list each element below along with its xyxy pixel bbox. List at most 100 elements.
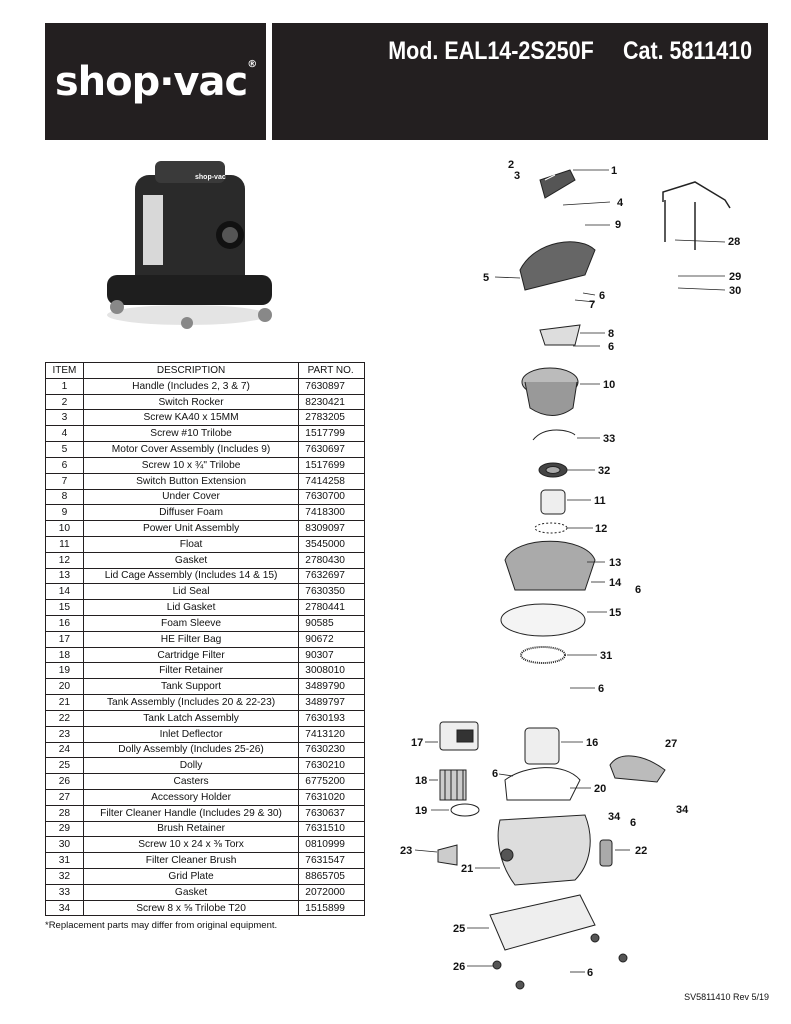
- description: Tank Support: [82, 678, 300, 696]
- item-number: 10: [45, 520, 84, 537]
- diagram-callouts: 2 3 1 4 9 5 6 7 8 6 10 33 32 11 12 13 14…: [400, 159, 741, 979]
- item-number: 11: [45, 535, 84, 553]
- callout-34a: 34: [676, 804, 689, 816]
- part-number: 7630700: [298, 488, 365, 506]
- column-header-item: ITEM: [45, 362, 84, 379]
- part-number: 7413120: [298, 725, 365, 743]
- item-number: 9: [45, 504, 84, 522]
- part-number: 7630697: [298, 441, 365, 458]
- callout-25: 25: [453, 923, 465, 935]
- item-number: 12: [45, 551, 84, 569]
- parts-table-header: ITEM DESCRIPTION PART NO.: [45, 362, 365, 379]
- callout-10: 10: [603, 379, 615, 391]
- model-number: Mod. EAL14-2S250F: [388, 37, 594, 65]
- description: Inlet Deflector: [82, 725, 300, 743]
- description: Filter Retainer: [82, 662, 300, 680]
- item-number: 25: [45, 757, 84, 775]
- item-number: 26: [45, 773, 84, 790]
- part-number: 7631510: [298, 820, 365, 838]
- callout-5: 5: [483, 272, 489, 284]
- callout-13: 13: [609, 557, 621, 569]
- description: Screw 8 x ⅝ Trilobe T20: [82, 899, 300, 917]
- description: Float: [82, 535, 300, 553]
- exploded-parts-diagram: 2 3 1 4 9 5 6 7 8 6 10 33 32 11 12 13 14…: [400, 159, 741, 990]
- item-number: 5: [45, 441, 84, 458]
- callout-6a: 6: [599, 290, 605, 302]
- description: Filter Cleaner Handle (Includes 29 & 30): [82, 804, 300, 822]
- part-number: 8230421: [298, 393, 365, 411]
- part-number: 3489797: [298, 694, 365, 711]
- item-number: 34: [45, 899, 84, 917]
- catalog-number: Cat. 5811410: [622, 37, 752, 65]
- callout-34b: 34: [608, 811, 621, 823]
- part-number: 7414258: [298, 472, 365, 490]
- item-number: 3: [45, 409, 84, 427]
- part-number: 3545000: [298, 535, 365, 553]
- item-number: 28: [45, 804, 84, 822]
- part-number: 6775200: [298, 773, 365, 790]
- callout-23: 23: [400, 845, 412, 857]
- part-number: 7631547: [298, 852, 365, 869]
- item-number: 19: [45, 662, 84, 680]
- item-number: 1: [45, 377, 84, 395]
- part-number: 90672: [298, 630, 365, 648]
- part-number: 7630210: [298, 757, 365, 775]
- item-number: 23: [45, 725, 84, 743]
- part-number: 8309097: [298, 520, 365, 537]
- callout-9: 9: [615, 219, 621, 231]
- callout-16: 16: [586, 737, 598, 749]
- replacement-footnote: *Replacement parts may differ from origi…: [45, 920, 278, 931]
- description: Cartridge Filter: [82, 646, 300, 664]
- part-number: 1517799: [298, 425, 365, 443]
- item-number: 4: [45, 425, 84, 443]
- description: Dolly: [82, 757, 300, 775]
- description: Motor Cover Assembly (Includes 9): [82, 441, 300, 458]
- description: Dolly Assembly (Includes 25-26): [82, 741, 300, 759]
- part-number: 7630193: [298, 709, 365, 727]
- part-number: 3489790: [298, 678, 365, 696]
- description: Screw 10 x ¾" Trilobe: [82, 456, 300, 474]
- description: Gasket: [82, 883, 300, 901]
- callout-11: 11: [594, 495, 606, 507]
- callout-31: 31: [600, 650, 612, 662]
- callout-20: 20: [594, 783, 606, 795]
- revision-code: SV5811410 Rev 5/19: [684, 992, 769, 1002]
- description: Tank Latch Assembly: [82, 709, 300, 727]
- description: Switch Rocker: [82, 393, 300, 411]
- description: Lid Seal: [82, 583, 300, 601]
- description: Grid Plate: [82, 868, 300, 885]
- callout-7: 7: [589, 299, 595, 311]
- part-number: 8865705: [298, 868, 365, 885]
- callout-8: 8: [608, 328, 614, 340]
- model-header: Mod. EAL14-2S250F Cat. 5811410: [272, 23, 768, 140]
- part-number: 1517699: [298, 456, 365, 474]
- callout-6d: 6: [598, 683, 604, 695]
- description: Brush Retainer: [82, 820, 300, 838]
- item-number: 7: [45, 472, 84, 490]
- callout-6b: 6: [608, 341, 614, 353]
- shop-vac-logo: shop·vac®: [54, 58, 257, 105]
- callout-30: 30: [729, 285, 741, 297]
- item-number: 31: [45, 852, 84, 869]
- description: Casters: [82, 773, 300, 790]
